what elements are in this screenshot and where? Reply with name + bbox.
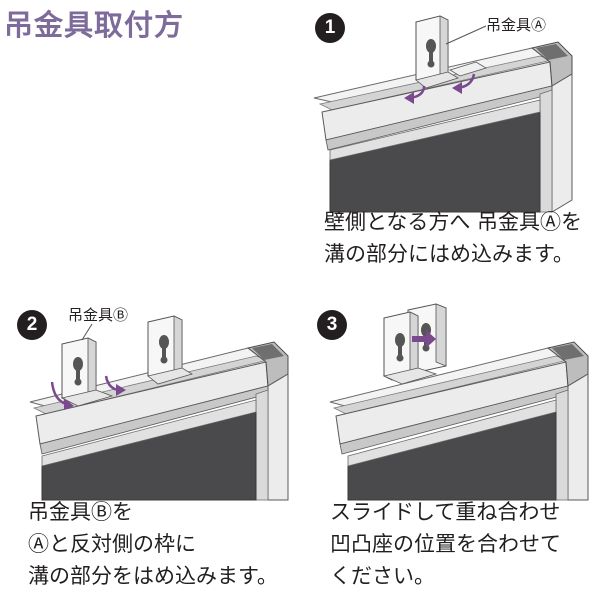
hanger-b-callout: 吊金具Ⓑ: [68, 306, 129, 324]
hanger-b-bracket: [60, 337, 114, 407]
step-3-caption-line-1: スライドして重ね合わせ: [330, 500, 561, 524]
frame-right-side: [567, 373, 589, 501]
slide-arrow-head: [426, 330, 436, 348]
insert-arrow-left-head: [404, 92, 414, 104]
step-1-badge: 1: [315, 13, 345, 43]
frame-right-inner: [555, 389, 569, 501]
step-2-caption-line-1: 吊金具Ⓑを: [28, 500, 133, 524]
hanger-a-callout: 吊金具Ⓐ: [486, 16, 547, 34]
hanger-b-bracket: [382, 311, 438, 385]
step-3-caption-line-2: 凹凸座の位置を合わせて: [330, 532, 561, 556]
step-3-badge: 3: [317, 310, 347, 340]
step-2-illustration: [29, 315, 289, 501]
hanger-a-foot: [449, 61, 487, 77]
step-2-caption: 吊金具Ⓑを Ⓐと反対側の枠に 溝の部分をはめ込みます。: [28, 496, 278, 592]
step-2-caption-line-3: 溝の部分をはめ込みます。: [28, 564, 278, 588]
step-1-caption: 壁側となる方へ 吊金具Ⓐを 溝の部分にはめ込みます。: [324, 206, 582, 270]
callout-leader-a: [445, 25, 487, 45]
keyhole-slot: [395, 333, 405, 347]
step-1-panel: 1 吊金具Ⓐ: [300, 0, 600, 300]
board-inner-bevel: [347, 399, 557, 467]
step-1-caption-line-1: 壁側となる方へ 吊金具Ⓐを: [324, 210, 583, 234]
slide-arrow-shaft: [412, 336, 426, 342]
insert-arrow-right-head: [452, 82, 462, 94]
step-1-illustration: [313, 15, 573, 213]
step-3-caption: スライドして重ね合わせ 凹凸座の位置を合わせて ください。: [330, 496, 561, 592]
page-title: 吊金具取付方: [4, 8, 185, 42]
step-2-panel: 2: [0, 300, 300, 600]
step-3-panel: 3 スライドして重ね合わせ: [300, 300, 600, 600]
step-2-badge: 2: [17, 310, 47, 340]
step-2-caption-line-2: Ⓐと反対側の枠に: [28, 532, 196, 556]
frame-corner-top: [552, 344, 584, 360]
frame-right-inner: [539, 89, 553, 213]
hanger-a-installed: [147, 315, 193, 385]
hanger-a-bracket: [415, 15, 459, 89]
frame-corner-top: [536, 44, 568, 60]
keyhole-slot: [159, 335, 169, 349]
insert-arrow-left-head: [64, 398, 74, 410]
board-inner-bevel: [41, 399, 257, 467]
frame-right-side: [551, 73, 573, 213]
step-1-caption-line-2: 溝の部分にはめ込みます。: [324, 242, 574, 266]
keyhole-slot: [426, 39, 436, 53]
frame-corner-top: [252, 344, 284, 360]
insert-arrow-right-head: [116, 384, 126, 396]
frame-right-inner: [255, 389, 269, 501]
frame-right-side: [267, 373, 289, 501]
callout-leader-b: [81, 323, 93, 341]
board-inner-bevel: [329, 99, 541, 161]
keyhole-slot: [73, 357, 83, 371]
step-3-caption-line-3: ください。: [330, 564, 435, 588]
step-3-illustration: [329, 303, 589, 501]
